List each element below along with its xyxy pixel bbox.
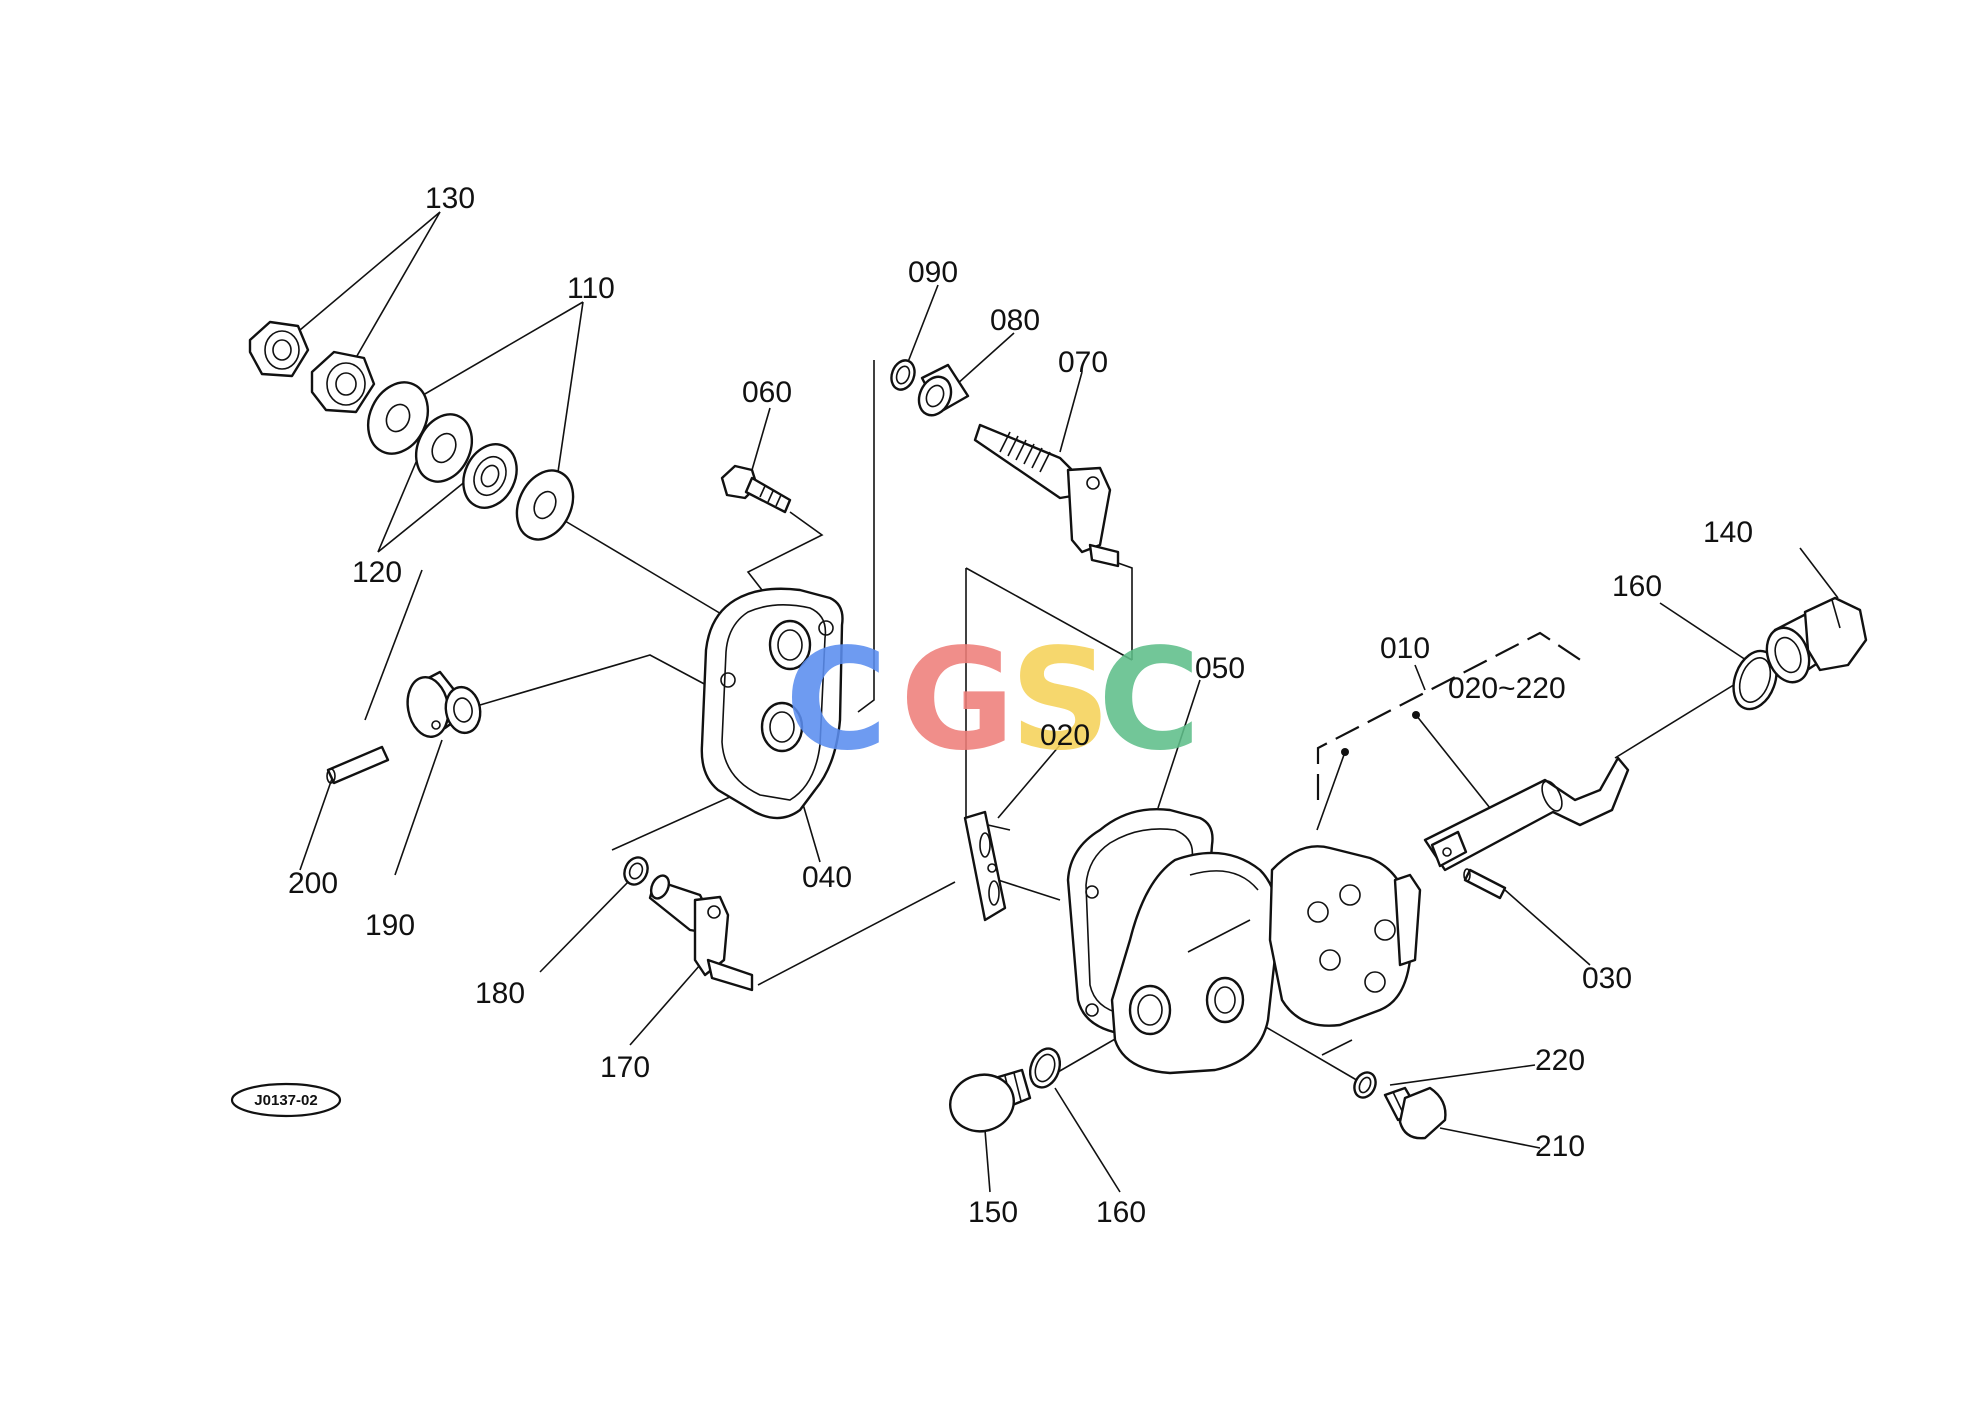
callout-160-lower: 160	[1096, 1196, 1146, 1229]
part-120-washers	[414, 413, 518, 509]
part-050-housing	[1066, 808, 1422, 1075]
part-160-o-ring-lower	[1028, 1047, 1062, 1089]
callout-030: 030	[1582, 962, 1632, 995]
part-080-bushing	[917, 363, 970, 417]
callout-070: 070	[1058, 346, 1108, 379]
callout-040: 040	[802, 861, 852, 894]
watermark-letter-1: C	[785, 619, 888, 782]
part-060-bolt	[720, 464, 792, 514]
part-020-link-plate	[963, 810, 1007, 922]
watermark-letter-3: S	[1010, 619, 1111, 782]
part-030-pin	[1463, 868, 1507, 900]
callout-020-220: 020~220	[1448, 672, 1566, 705]
part-040-cover-plate	[700, 587, 844, 820]
callout-050: 050	[1195, 652, 1245, 685]
figure-code-badge: J0137-02	[230, 1082, 342, 1118]
callout-200: 200	[288, 867, 338, 900]
part-130-hex-nuts	[248, 320, 376, 414]
part-140-plug	[1765, 596, 1868, 684]
callout-120: 120	[352, 556, 402, 589]
callout-180: 180	[475, 977, 525, 1010]
part-110-washers	[366, 381, 575, 541]
callout-110: 110	[567, 272, 615, 305]
callout-210: 210	[1535, 1130, 1585, 1163]
part-180-o-ring	[623, 856, 649, 886]
part-190-collar	[406, 670, 482, 738]
callout-060: 060	[742, 376, 792, 409]
part-150-plug	[949, 1068, 1032, 1133]
callout-170: 170	[600, 1051, 650, 1084]
part-170-lever-shaft	[648, 874, 754, 992]
part-070-lever-shaft	[973, 423, 1120, 568]
callout-080: 080	[990, 304, 1040, 337]
callout-020: 020	[1040, 719, 1090, 752]
callout-010: 010	[1380, 632, 1430, 665]
watermark-letter-2: G	[900, 619, 1015, 782]
callout-220: 220	[1535, 1044, 1585, 1077]
part-210-plug	[1383, 1086, 1447, 1140]
callout-150: 150	[968, 1196, 1018, 1229]
figure-code: J0137-02	[254, 1092, 317, 1109]
watermark: C G S C	[785, 619, 1201, 782]
assembly-bracket	[1316, 631, 1586, 800]
callout-140: 140	[1703, 516, 1753, 549]
callout-130: 130	[425, 182, 475, 215]
callout-090: 090	[908, 256, 958, 289]
part-010-shaft	[1423, 756, 1630, 872]
callout-labels: 010 020~220 020 030 040 050 060 070 080 …	[288, 182, 1753, 1229]
watermark-letter-4: C	[1098, 619, 1201, 782]
part-220-o-ring	[1353, 1071, 1377, 1099]
callout-190: 190	[365, 909, 415, 942]
part-160-o-ring-upper	[1732, 649, 1778, 711]
callout-160-upper: 160	[1612, 570, 1662, 603]
part-090-o-ring	[890, 359, 916, 391]
part-200-pin	[326, 745, 390, 785]
